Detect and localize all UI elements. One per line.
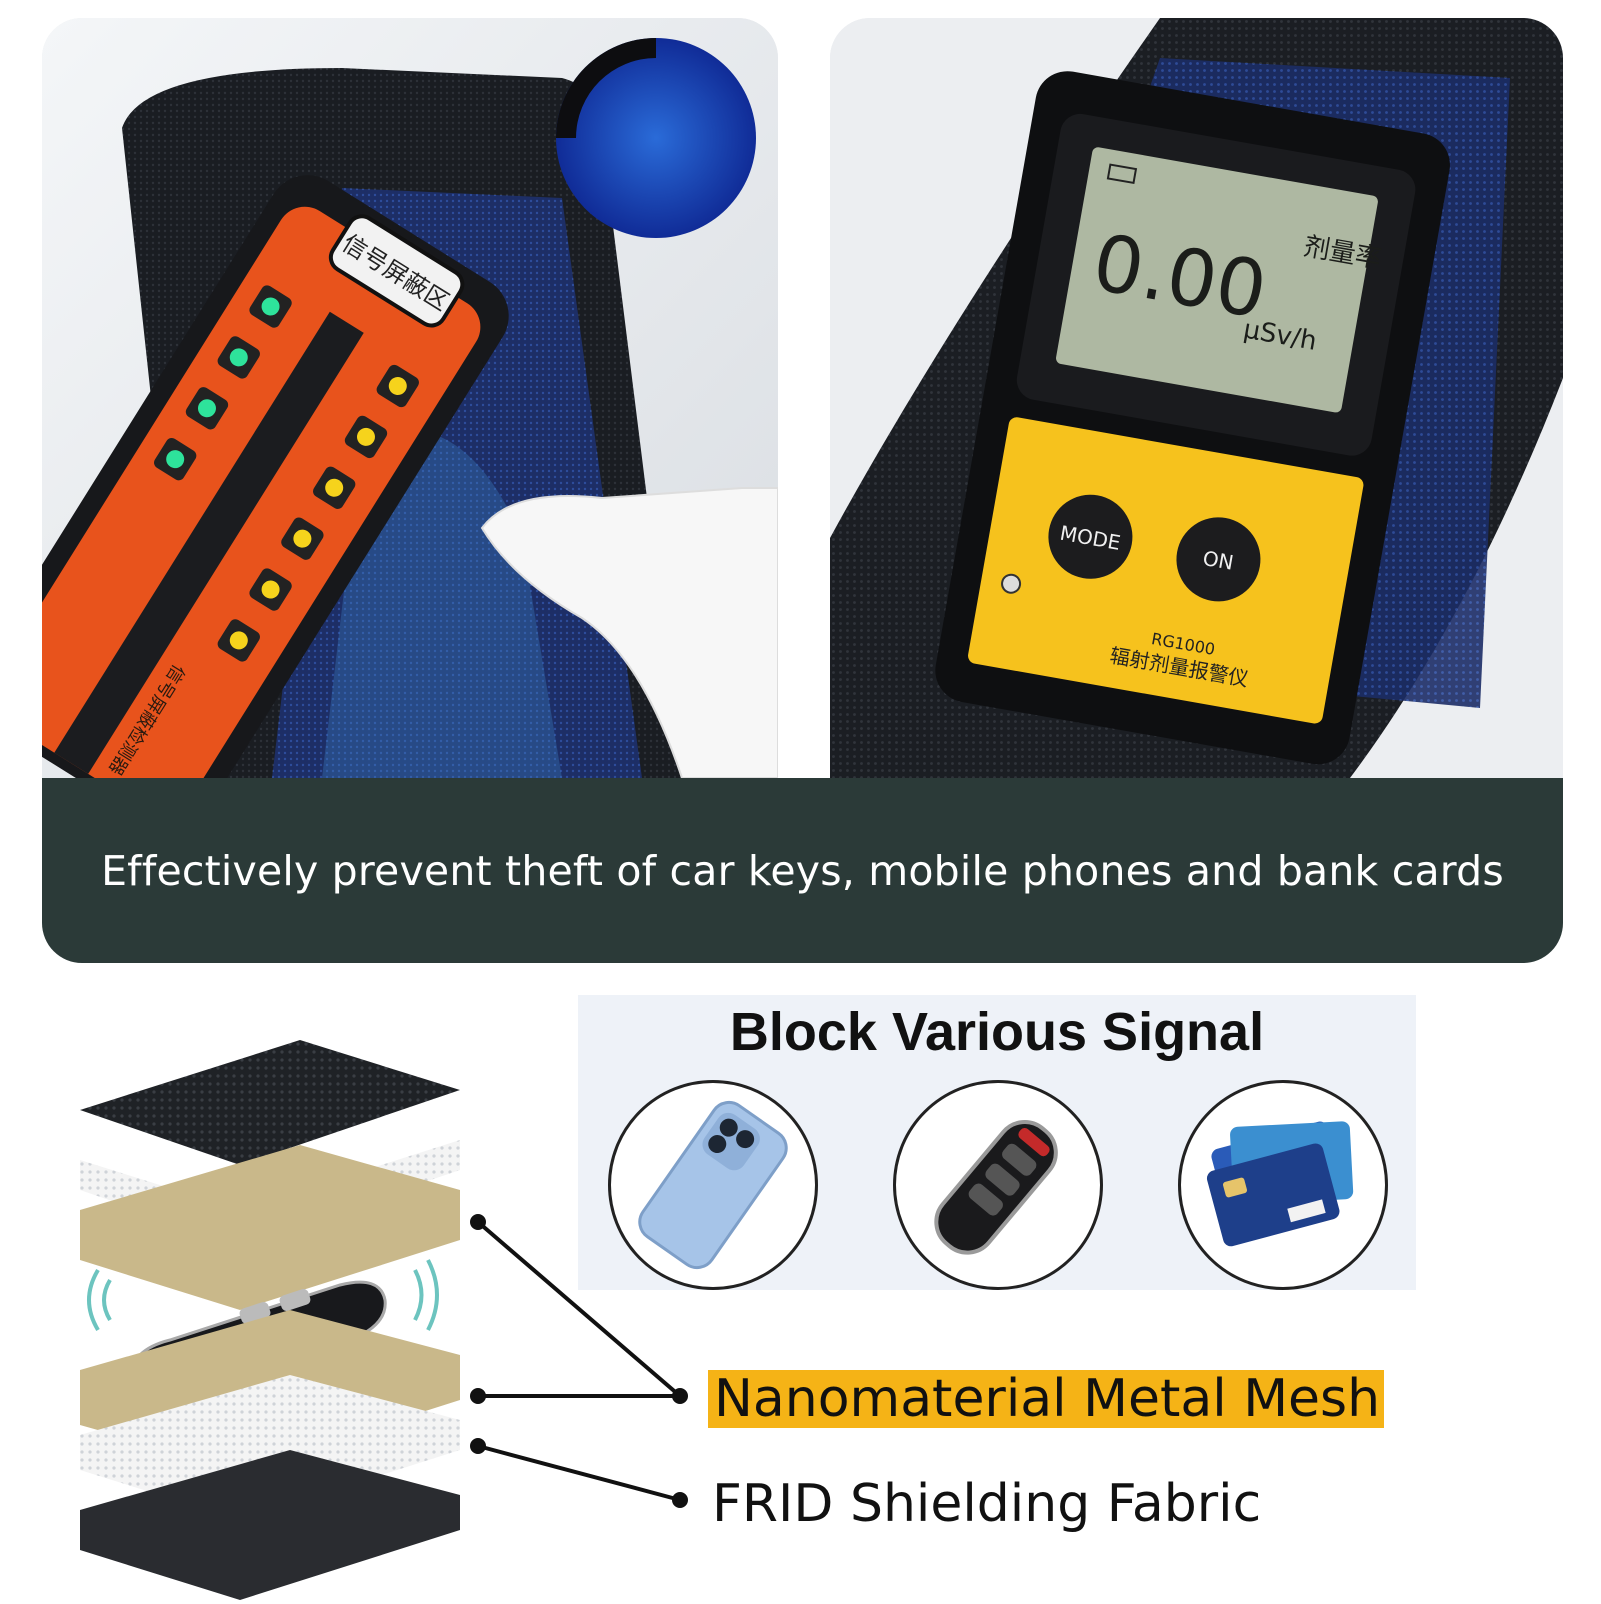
indicator-light [1001, 573, 1022, 594]
outer-fabric-layer [80, 1040, 460, 1165]
bottom-fabric-layer [80, 1450, 460, 1600]
metal-mesh-layer-top [80, 1145, 460, 1310]
shielding-layers-diagram: AUDI [70, 1040, 490, 1600]
signal-section: Block Various Signal [578, 995, 1416, 1290]
photo-radiation-meter: 0.00 μSv/h 剂量率 MODE ON RG1000 辐射剂量报警仪 [830, 18, 1563, 778]
caption-text: Effectively prevent theft of car keys, m… [101, 846, 1504, 895]
on-button-label: ON [1201, 546, 1235, 575]
mode-button[interactable] [1042, 488, 1139, 585]
signal-title: Block Various Signal [729, 1002, 1265, 1062]
photo-signal-detector: 信号屏蔽区 信号屏蔽检测器 [42, 18, 778, 778]
signal-waves-icon [87, 1259, 439, 1332]
on-button[interactable] [1170, 511, 1267, 608]
lcd-screen [1056, 147, 1378, 413]
bank-cards-icon [1178, 1080, 1388, 1290]
caption-bar: Effectively prevent theft of car keys, m… [42, 778, 1563, 963]
label-frid-fabric: FRID Shielding Fabric [712, 1474, 1262, 1534]
meter-yellow-panel [968, 417, 1364, 724]
phone-icon [608, 1080, 818, 1290]
car-key-icon [893, 1080, 1103, 1290]
label-metal-mesh: Nanomaterial Metal Mesh [708, 1370, 1385, 1428]
